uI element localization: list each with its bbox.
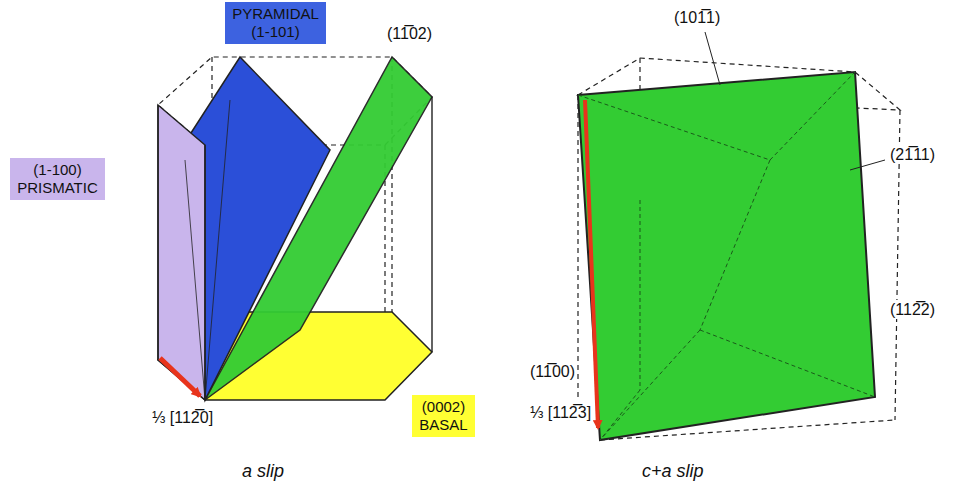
slip-direction-arrow — [160, 358, 200, 396]
slip-plane — [578, 72, 875, 440]
panel-caption: c+a slip — [640, 462, 706, 481]
prismatic-plane — [158, 105, 205, 400]
slip-direction-arrow — [585, 100, 598, 428]
plane-name: (0002) — [418, 398, 469, 416]
miller-index-label: ⅓ [112̅0] — [150, 408, 215, 427]
plane-name: (1-100) — [16, 161, 99, 179]
miller-index-label: (112̅2) — [888, 300, 937, 319]
plane-name: BASAL — [418, 416, 469, 434]
plane-name: PRISMATIC — [16, 179, 99, 197]
plane-name: (1-101) — [231, 23, 320, 41]
miller-index-label: (21̅11) — [888, 145, 937, 164]
miller-index-label: ⅓ [112̅3] — [528, 403, 593, 422]
miller-index-label: (101̅1) — [672, 8, 722, 27]
miller-index-label: (11̅00) — [528, 362, 577, 381]
plane-name: PYRAMIDAL — [231, 5, 320, 23]
panel-caption: a slip — [240, 462, 286, 481]
plane-label-box: (0002)BASAL — [412, 395, 475, 437]
plane-label-box: (1-100)PRISMATIC — [10, 158, 105, 200]
miller-index-label: (11̅02) — [385, 24, 434, 43]
plane-label-box: PYRAMIDAL(1-101) — [225, 2, 326, 44]
